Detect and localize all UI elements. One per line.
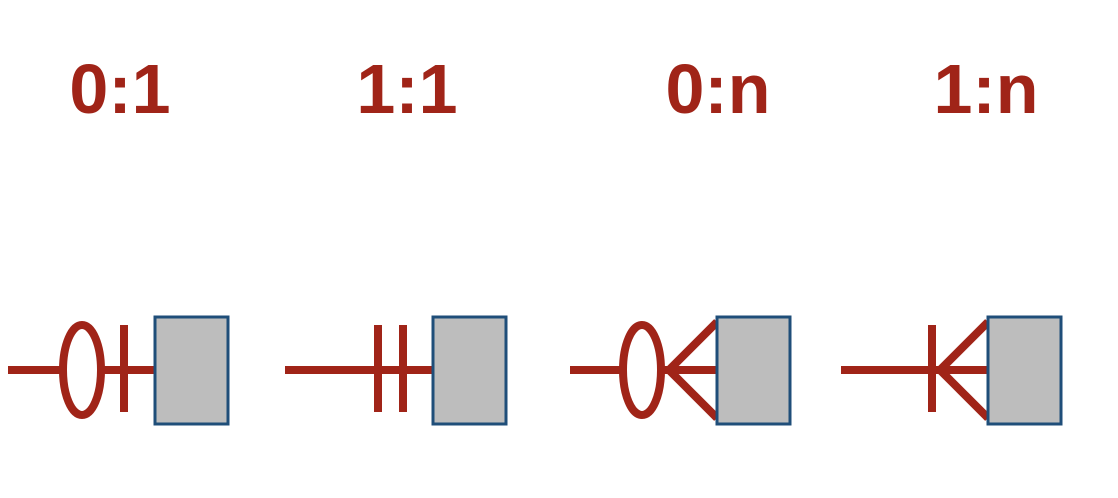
crowfoot-upper bbox=[666, 319, 720, 373]
entity-box bbox=[986, 315, 1063, 426]
label-zero-to-many: 0:n bbox=[666, 50, 771, 128]
zero-circle bbox=[619, 321, 665, 419]
zero-circle bbox=[59, 321, 105, 419]
crowfoot-lower bbox=[937, 367, 991, 421]
label-zero-to-one: 0:1 bbox=[69, 50, 170, 128]
zero-or-one-symbol bbox=[8, 315, 230, 426]
exactly-one-symbol bbox=[285, 315, 508, 426]
label-one-to-many: 1:n bbox=[934, 50, 1039, 128]
entity-box bbox=[153, 315, 230, 426]
crowfoot-lower bbox=[666, 367, 720, 421]
one-or-many-symbol bbox=[841, 315, 1063, 426]
crowfoot-upper bbox=[937, 319, 991, 373]
zero-or-many-symbol bbox=[570, 315, 792, 426]
entity-box bbox=[715, 315, 792, 426]
label-one-to-one: 1:1 bbox=[356, 50, 457, 128]
entity-box bbox=[431, 315, 508, 426]
